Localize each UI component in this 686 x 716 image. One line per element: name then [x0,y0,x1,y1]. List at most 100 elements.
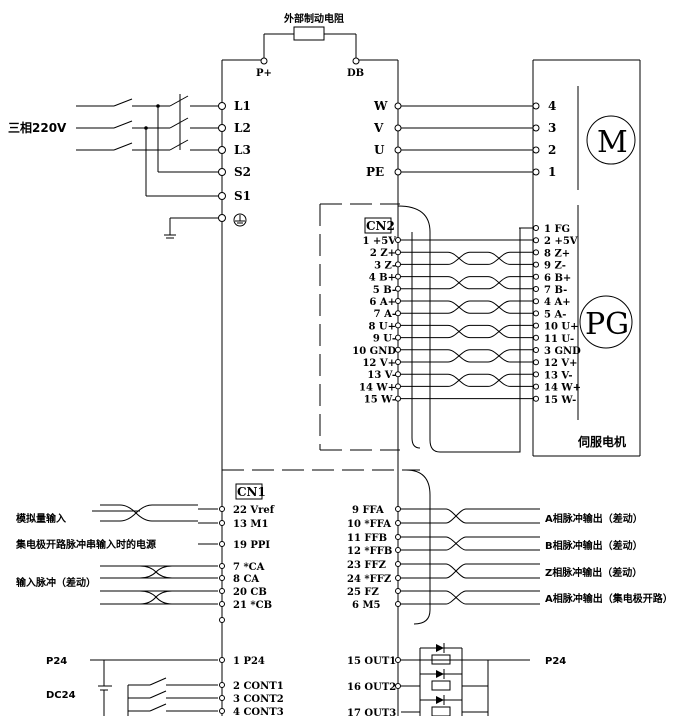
db-label: DB [347,68,364,79]
cn1-left-wiring [90,504,218,716]
motor-pin-2: 2 [548,143,556,157]
terminal-s1: S1 [234,189,251,203]
cn2-left-pin: 9 U- [373,334,396,345]
power-input: 三相220V [8,94,218,239]
cn2-right-terminal [533,273,539,280]
cn2-left-terminal [395,310,401,317]
z-phase-diff-label: Z相脉冲输出（差动） [545,566,642,579]
drive-out-v: V [373,121,384,135]
twist-mark [445,508,467,524]
terminal-l2: L2 [234,121,251,135]
cn2-left-pin: 13 V- [367,370,396,381]
cn1-pin-2: 2 CONT1 [233,681,284,692]
cn2-right-pin: 5 A- [544,309,566,320]
cn2-right-pin: 9 Z- [544,261,566,272]
a-phase-diff-label: A相脉冲输出（差动） [545,512,643,525]
cn2-right-pin: 6 B+ [544,273,571,284]
cn2-left-terminal [395,346,401,353]
encoder-symbol-label: PG [585,307,629,342]
cn2-left-pin: 5 B- [373,285,396,296]
motor-output: W V U PE 4 3 2 1 [366,99,556,179]
p24-right-label: P24 [545,656,566,667]
cn2-title: CN2 [366,219,395,233]
cn2-left-terminal [395,322,401,329]
terminal-l1: L1 [234,99,251,113]
twist-mark [445,590,467,605]
cn2-right-terminal [533,359,539,366]
twist-mark [487,324,511,339]
motor-symbol [586,115,636,165]
cn2-right-terminal [533,261,539,268]
dc24-label: DC24 [46,690,76,701]
cn1-left-labels: 模拟量输入 集电极开路脉冲串输入时的电源 输入脉冲（差动） P24 DC24 [15,512,156,701]
cn2-left-pin: 15 W- [364,395,396,406]
cn1-pin-25: 25 FZ [347,587,379,598]
cn2-right-pin: 7 B- [544,285,567,296]
cn1-separator: CN1 [222,469,431,625]
drive-out-u: U [374,143,385,157]
cn2-right-terminal [533,286,539,292]
twist-mark [447,324,471,339]
cn2-right-terminal [533,334,539,341]
cn2-left-pin: 12 V+ [362,358,396,369]
cn2-left-pin: 7 A- [374,309,396,320]
cn2-left-terminal [395,273,401,280]
cn1-pin-23: 23 FFZ [347,560,386,571]
cn1-right-wiring [401,507,540,716]
cn2-right-terminal [533,371,539,378]
p-plus-label: P+ [256,68,272,79]
cn2-right-terminal [533,383,539,390]
cn2-left-pin: 1 +5V [362,236,396,247]
cn2-right-terminal [533,225,539,231]
cn1-pin-7: 7 *CA [233,562,265,573]
twist-mark [487,276,511,290]
encoder-symbol [579,295,633,349]
cn1-pin-21: 21 *CB [233,600,272,611]
twist-mark [445,563,467,579]
cn2-right-terminal [533,347,539,353]
open-collector-power-label: 集电极开路脉冲串输入时的电源 [15,538,156,551]
drive-out-pe: PE [366,165,384,179]
cn2-left-pin: 10 GND [352,346,396,357]
cn1-pin-6: 6 M5 [352,600,381,611]
motor-pin-3: 3 [548,121,556,135]
braking-resistor: 外部制动电阻 P+ DB [256,12,364,79]
cn1-pin-4: 4 CONT3 [233,707,284,716]
cn1-right-labels: A相脉冲输出（差动） B相脉冲输出（差动） Z相脉冲输出（差动） A相脉冲输出（… [545,512,673,667]
cn2-left-pin: 8 U+ [368,321,396,332]
cn1-left-pins: 22 Vref 13 M1 19 PPI 7 *CA 8 CA 20 CB 21… [219,505,284,716]
cn2-right-pin: 11 U- [544,334,574,345]
cn2-right-terminal [533,322,539,329]
cn1-pin-15: 15 OUT1 [347,656,396,667]
cn2-wires [401,239,533,400]
motor-pin-1: 1 [548,165,556,179]
twist-mark [447,373,471,387]
servo-motor-label: 伺服电机 [577,434,626,449]
cn1-pin-16: 16 OUT2 [347,682,396,693]
cn2-right-pin: 13 V- [544,370,573,381]
cn2-left-pin: 3 Z- [374,260,396,271]
cn2-left-terminal [395,237,401,243]
drive-out-w: W [373,99,388,113]
cn2-right-pin: 15 W- [544,395,576,406]
twist-mark [487,349,511,363]
cn2-left-pin: 14 W+ [359,382,396,393]
cn1-pin-20: 20 CB [233,587,267,598]
cn2-right-terminal [533,395,539,402]
cn2-left-pin: 6 A+ [369,297,396,308]
cn2-right-terminal [533,237,539,244]
cn1-pin-17: 17 OUT3 [347,708,396,716]
cn2-left-terminal [395,261,401,268]
twist-mark [447,349,471,363]
twist-mark [447,300,471,314]
twist-mark [445,536,467,551]
servo-motor-box: M PG 伺服电机 [532,59,641,457]
cn1-right-pins: 9 FFA 10 *FFA 11 FFB 12 *FFB 23 FFZ 24 *… [347,505,401,716]
cn2-right-pin: 12 V+ [544,358,578,369]
cn2-right-pin: 1 FG [544,224,570,235]
cn1-pin-9: 9 FFA [352,505,384,516]
cn2-right-pin: 14 W+ [544,383,581,394]
terminal-l3: L3 [234,143,251,157]
cn1-pin-19: 19 PPI [233,540,270,551]
